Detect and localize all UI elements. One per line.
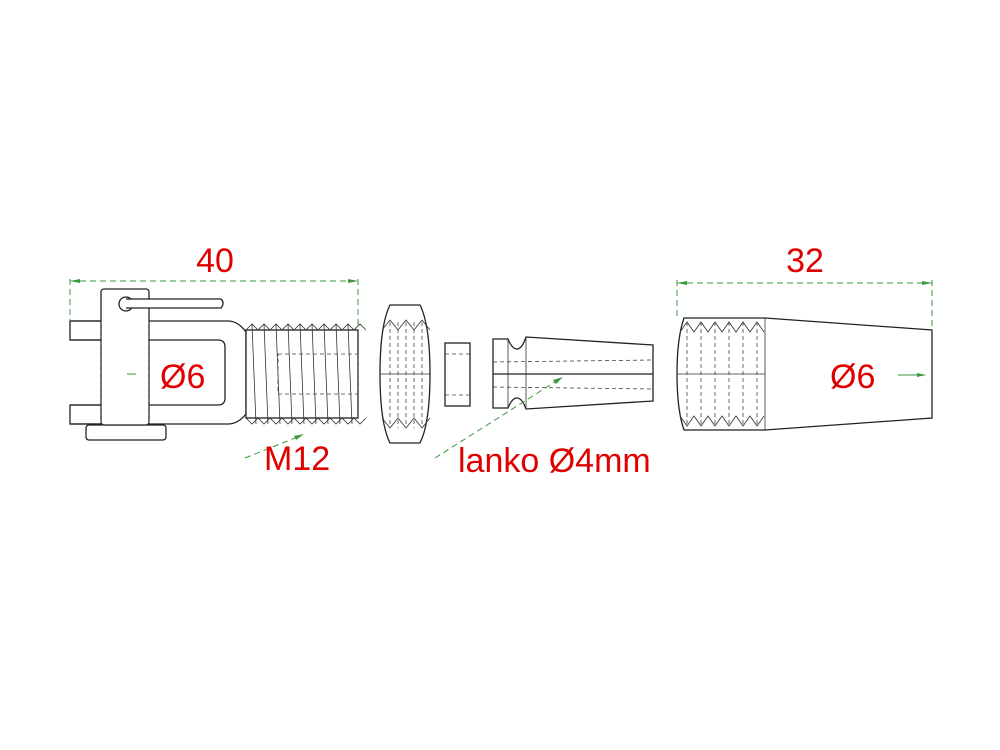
- washer: [444, 342, 471, 407]
- thread-label: M12: [264, 440, 330, 478]
- right-pin-diameter-label: Ø6: [830, 358, 875, 396]
- threaded-shank: M12: [244, 323, 367, 478]
- swage-cone: lanko Ø4mm: [434, 336, 654, 480]
- dimension-40-label: 40: [196, 242, 234, 280]
- threaded-sleeve: Ø6: [676, 317, 933, 431]
- cable-label: lanko Ø4mm: [458, 442, 651, 480]
- left-pin-diameter-label: Ø6: [160, 358, 205, 396]
- dimension-32: 32: [676, 242, 933, 330]
- clevis-fork: Ø6: [69, 288, 247, 441]
- hex-nut: [379, 304, 431, 444]
- dimension-32-label: 32: [786, 242, 824, 280]
- dimension-40: 40: [69, 242, 359, 325]
